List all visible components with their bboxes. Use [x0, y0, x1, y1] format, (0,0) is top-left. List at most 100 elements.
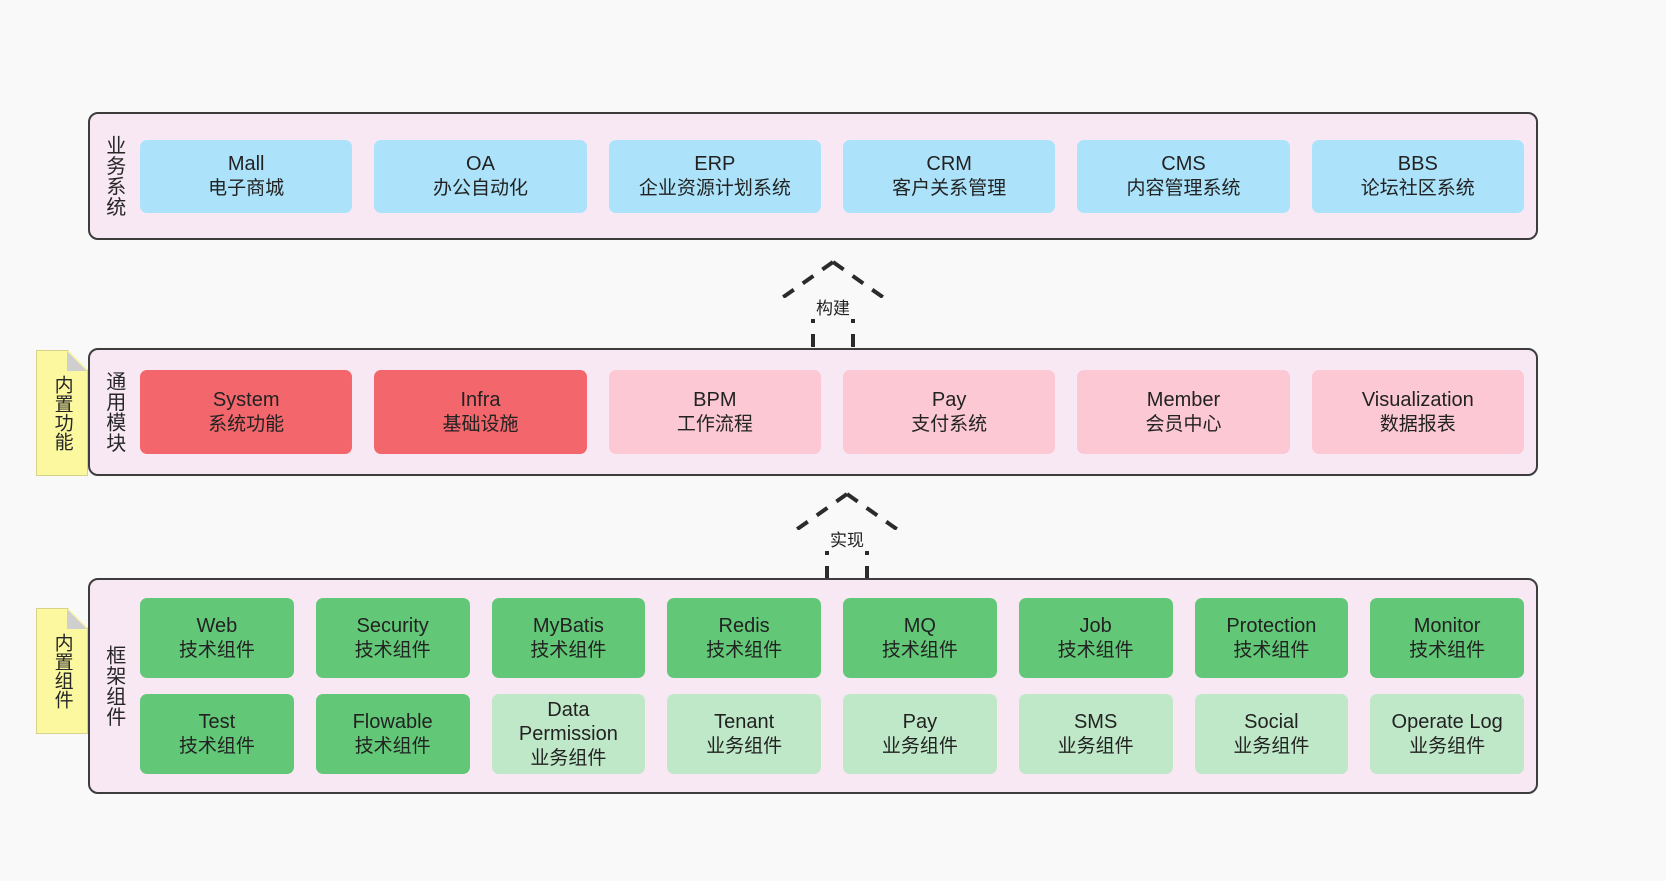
node-title: BPM: [693, 389, 737, 412]
node-subtitle: 技术组件: [178, 735, 255, 757]
node-title: MyBatis: [532, 615, 604, 638]
layer-row: Test 技术组件 Flowable 技术组件 Data Permission …: [140, 694, 1524, 774]
layer-row: Web 技术组件 Security 技术组件 MyBatis 技术组件 Redi…: [140, 598, 1524, 678]
node-test[interactable]: Test 技术组件: [140, 694, 294, 774]
layer-body-business-systems: Mall 电子商城 OA 办公自动化 ERP 企业资源计划系统 CRM 客户关系…: [136, 114, 1536, 238]
node-subtitle: 技术组件: [881, 639, 958, 661]
node-title: Test: [198, 711, 236, 734]
layer-title-framework-components: 框架组件: [102, 645, 125, 727]
connector-build: 构建: [758, 258, 908, 355]
node-monitor[interactable]: Monitor 技术组件: [1370, 598, 1524, 678]
node-bbs[interactable]: BBS 论坛社区系统: [1311, 139, 1524, 213]
node-title: CMS: [1161, 153, 1206, 176]
node-subtitle: 业务组件: [530, 747, 607, 769]
node-subtitle: 企业资源计划系统: [638, 177, 791, 199]
node-title: Web: [196, 615, 238, 638]
node-oa[interactable]: OA 办公自动化: [374, 139, 587, 213]
node-subtitle: 基础设施: [442, 413, 519, 435]
layer-title-general-modules: 通用模块: [102, 371, 125, 453]
node-data-permission[interactable]: Data Permission 业务组件: [491, 694, 646, 774]
node-security[interactable]: Security 技术组件: [315, 598, 470, 678]
layer-body-framework-components: Web 技术组件 Security 技术组件 MyBatis 技术组件 Redi…: [136, 580, 1536, 792]
node-mq[interactable]: MQ 技术组件: [843, 598, 997, 678]
node-social[interactable]: Social 业务组件: [1194, 694, 1349, 774]
node-bpm[interactable]: BPM 工作流程: [608, 370, 821, 454]
note-label: 内置功能: [51, 375, 73, 451]
node-redis[interactable]: Redis 技术组件: [667, 598, 821, 678]
connector-implement: 实现: [772, 490, 922, 587]
node-member[interactable]: Member 会员中心: [1077, 370, 1290, 454]
layer-framework-components: 框架组件 Web 技术组件 Security 技术组件 MyBatis 技术组件…: [88, 578, 1538, 794]
node-title: Monitor: [1413, 615, 1481, 638]
node-title: Infra: [460, 389, 501, 412]
node-title: CRM: [926, 153, 972, 176]
node-pay-business[interactable]: Pay 业务组件: [843, 694, 997, 774]
node-subtitle: 技术组件: [706, 639, 783, 661]
node-title: Flowable: [352, 711, 433, 734]
node-subtitle: 工作流程: [676, 413, 753, 435]
node-title: Job: [1079, 615, 1112, 638]
node-protection[interactable]: Protection 技术组件: [1194, 598, 1349, 678]
node-subtitle: 论坛社区系统: [1360, 177, 1475, 199]
node-subtitle: 会员中心: [1145, 413, 1222, 435]
node-subtitle: 技术组件: [1057, 639, 1134, 661]
node-title: Data Permission: [518, 699, 618, 746]
node-web[interactable]: Web 技术组件: [140, 598, 294, 678]
node-title: Tenant: [714, 711, 775, 734]
node-job[interactable]: Job 技术组件: [1018, 598, 1173, 678]
node-subtitle: 支付系统: [911, 413, 988, 435]
node-title: ERP: [694, 153, 736, 176]
node-system[interactable]: System 系统功能: [140, 370, 353, 454]
connector-label: 构建: [758, 298, 908, 319]
node-subtitle: 数据报表: [1379, 413, 1456, 435]
node-pay[interactable]: Pay 支付系统: [842, 370, 1056, 454]
node-subtitle: 业务组件: [881, 735, 958, 757]
node-visualization[interactable]: Visualization 数据报表: [1311, 370, 1524, 454]
note-built-in-components: 内置组件: [36, 608, 88, 734]
node-title: Member: [1146, 389, 1221, 412]
node-cms[interactable]: CMS 内容管理系统: [1077, 139, 1290, 213]
node-tenant[interactable]: Tenant 业务组件: [667, 694, 821, 774]
node-subtitle: 电子商城: [208, 177, 285, 199]
node-title: Social: [1244, 711, 1299, 734]
note-built-in-functions: 内置功能: [36, 350, 88, 476]
node-subtitle: 内容管理系统: [1126, 177, 1241, 199]
node-subtitle: 技术组件: [1409, 639, 1486, 661]
node-title: BBS: [1397, 153, 1438, 176]
node-crm[interactable]: CRM 客户关系管理: [842, 139, 1056, 213]
node-subtitle: 业务组件: [1233, 735, 1310, 757]
node-erp[interactable]: ERP 企业资源计划系统: [608, 139, 821, 213]
node-flowable[interactable]: Flowable 技术组件: [315, 694, 470, 774]
node-title: Visualization: [1361, 389, 1474, 412]
node-title: Operate Log: [1391, 711, 1503, 734]
node-subtitle: 技术组件: [530, 639, 607, 661]
node-title: MQ: [903, 615, 936, 638]
layer-row: System 系统功能 Infra 基础设施 BPM 工作流程 Pay 支付系统…: [140, 370, 1524, 454]
note-label: 内置组件: [51, 633, 73, 709]
node-title: Pay: [931, 389, 967, 412]
connector-label: 实现: [772, 530, 922, 551]
node-subtitle: 技术组件: [354, 735, 431, 757]
node-subtitle: 业务组件: [1409, 735, 1486, 757]
node-title: Security: [356, 615, 429, 638]
node-sms[interactable]: SMS 业务组件: [1018, 694, 1173, 774]
layer-title-business-systems: 业务系统: [102, 135, 125, 217]
node-mybatis[interactable]: MyBatis 技术组件: [491, 598, 646, 678]
node-subtitle: 技术组件: [354, 639, 431, 661]
layer-row: Mall 电子商城 OA 办公自动化 ERP 企业资源计划系统 CRM 客户关系…: [140, 139, 1524, 213]
node-operate-log[interactable]: Operate Log 业务组件: [1370, 694, 1524, 774]
node-title: Redis: [718, 615, 770, 638]
layer-general-modules: 通用模块 System 系统功能 Infra 基础设施 BPM 工作流程 Pay…: [88, 348, 1538, 476]
node-subtitle: 业务组件: [1057, 735, 1134, 757]
node-mall[interactable]: Mall 电子商城: [140, 139, 353, 213]
node-title: OA: [466, 153, 495, 176]
folded-corner-icon: [67, 351, 87, 371]
node-title: SMS: [1073, 711, 1118, 734]
layer-business-systems: 业务系统 Mall 电子商城 OA 办公自动化 ERP 企业资源计划系统 CRM…: [88, 112, 1538, 240]
node-subtitle: 业务组件: [706, 735, 783, 757]
node-infra[interactable]: Infra 基础设施: [374, 370, 587, 454]
node-subtitle: 系统功能: [208, 413, 285, 435]
layer-body-general-modules: System 系统功能 Infra 基础设施 BPM 工作流程 Pay 支付系统…: [136, 350, 1536, 474]
node-title: System: [212, 389, 280, 412]
